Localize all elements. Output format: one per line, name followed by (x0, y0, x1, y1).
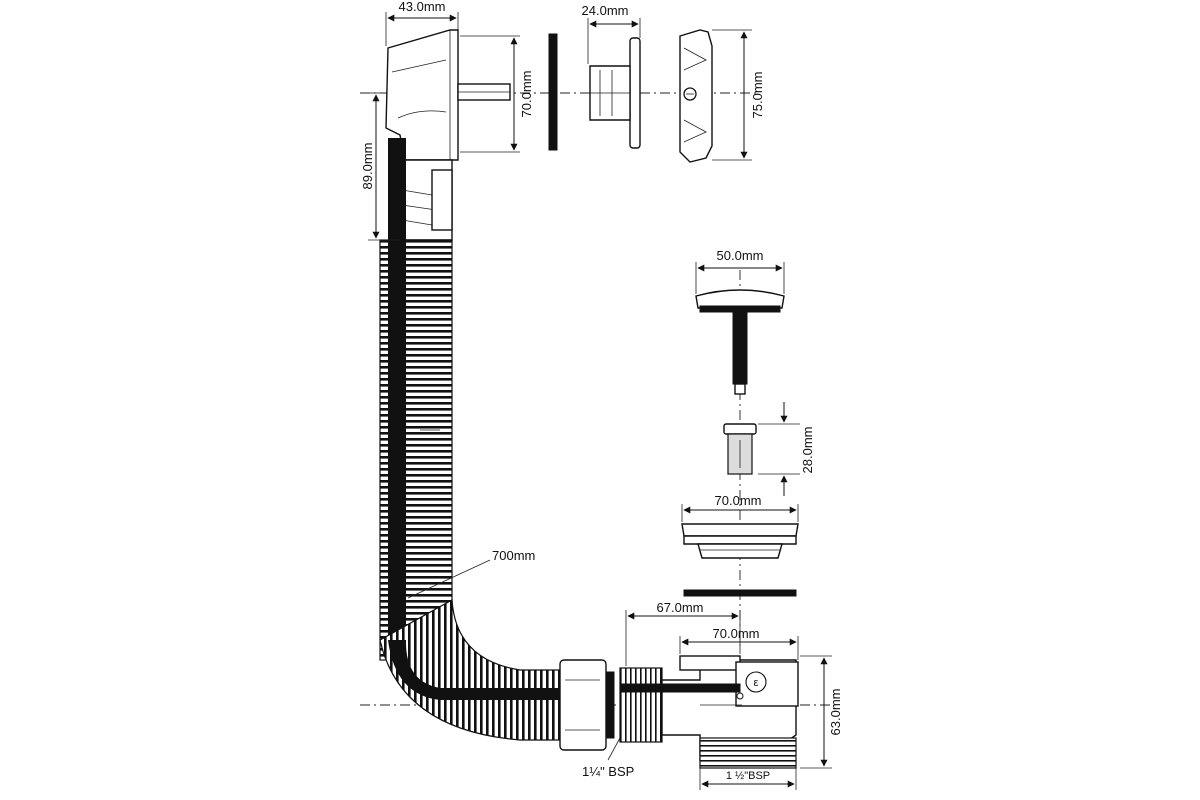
dim-cover-height (712, 29, 752, 161)
label-flange-diameter: 70.0mm (715, 493, 762, 508)
dim-spindle-length (758, 402, 800, 496)
dim-body-height (800, 655, 832, 769)
dim-body-width (679, 636, 799, 660)
leader-hose-length (407, 559, 491, 599)
body-logo-icon: ε (754, 677, 759, 689)
waste-flange (681, 523, 799, 559)
label-cover-height: 75.0mm (750, 72, 765, 119)
label-spindle-length: 28.0mm (800, 427, 815, 474)
dim-overflow-depth (385, 12, 459, 46)
leader-hose-thread (607, 737, 621, 761)
overflow-housing (385, 29, 511, 161)
flange-gasket (683, 589, 797, 597)
body-logo-badge (745, 671, 767, 693)
flexible-hose (379, 138, 561, 741)
dim-outlet-thread (699, 768, 797, 790)
spindle-insert (723, 423, 757, 475)
overflow-collar (399, 159, 453, 241)
label-plug-diameter: 50.0mm (717, 248, 764, 263)
label-overflow-depth: 43.0mm (399, 0, 446, 14)
dim-overflow-drop (368, 92, 400, 241)
overflow-plate (589, 37, 641, 149)
dim-body-reach (625, 610, 741, 666)
label-overflow-drop: 89.0mm (360, 143, 375, 190)
dim-flange-diameter (681, 504, 799, 522)
label-body-reach: 67.0mm (657, 600, 704, 615)
dim-plug-diameter (695, 262, 785, 294)
dim-gasket-width (587, 18, 641, 64)
overflow-cover (679, 29, 713, 163)
hose-nut (559, 659, 663, 751)
label-hose-length: 700mm (492, 548, 535, 563)
click-clack-plug (695, 289, 785, 395)
label-body-height: 63.0mm (828, 689, 843, 736)
overflow-gasket (548, 33, 558, 151)
label-outlet-thread: 1 ½"BSP (726, 770, 770, 782)
label-gasket-width: 24.0mm (582, 3, 629, 18)
label-plate-height: 70.0mm (519, 71, 534, 118)
label-hose-thread: 1¼" BSP (582, 764, 634, 779)
dim-plate-height (460, 35, 520, 153)
label-body-width: 70.0mm (713, 626, 760, 641)
